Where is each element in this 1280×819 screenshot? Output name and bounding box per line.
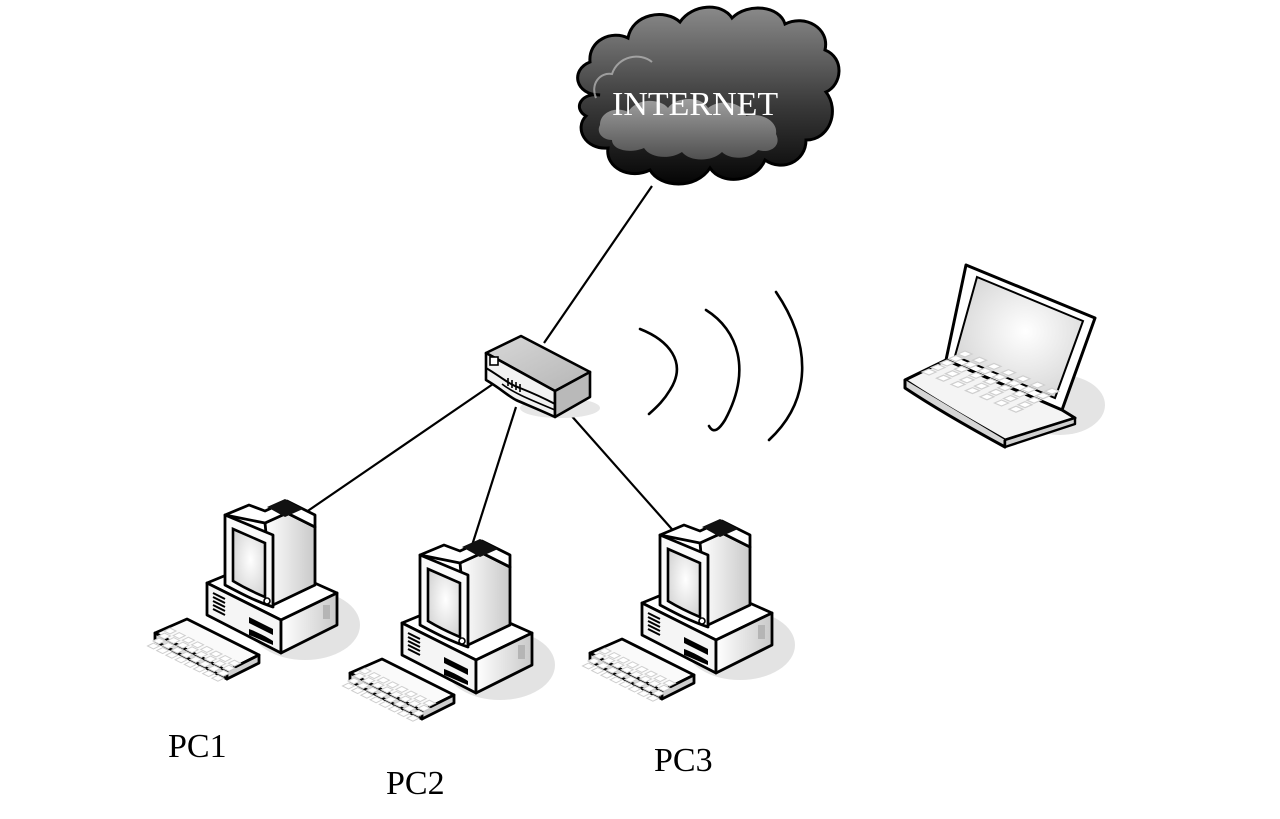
link-router-pc2 (466, 406, 518, 559)
pc1-computer-icon (146, 499, 360, 682)
wireless-signal-icon (638, 290, 804, 442)
pc3-label: PC3 (654, 742, 713, 779)
link-router-pc1 (295, 383, 494, 520)
wireless-wave-2 (704, 308, 741, 432)
wireless-wave-1 (638, 327, 679, 416)
pc2-computer-icon (341, 539, 555, 722)
link-internet-router (543, 185, 653, 344)
link-router-pc3 (568, 412, 679, 537)
pc1-label: PC1 (168, 728, 227, 765)
pc2-label: PC2 (386, 765, 445, 802)
router-icon (484, 334, 600, 419)
internet-label-wrap: INTERNET (612, 88, 779, 123)
links (295, 185, 679, 559)
wireless-wave-3 (767, 290, 804, 442)
internet-cloud-icon (576, 5, 841, 186)
laptop-icon (903, 263, 1105, 449)
pc3-computer-icon (581, 519, 795, 702)
internet-label: INTERNET (612, 88, 779, 123)
